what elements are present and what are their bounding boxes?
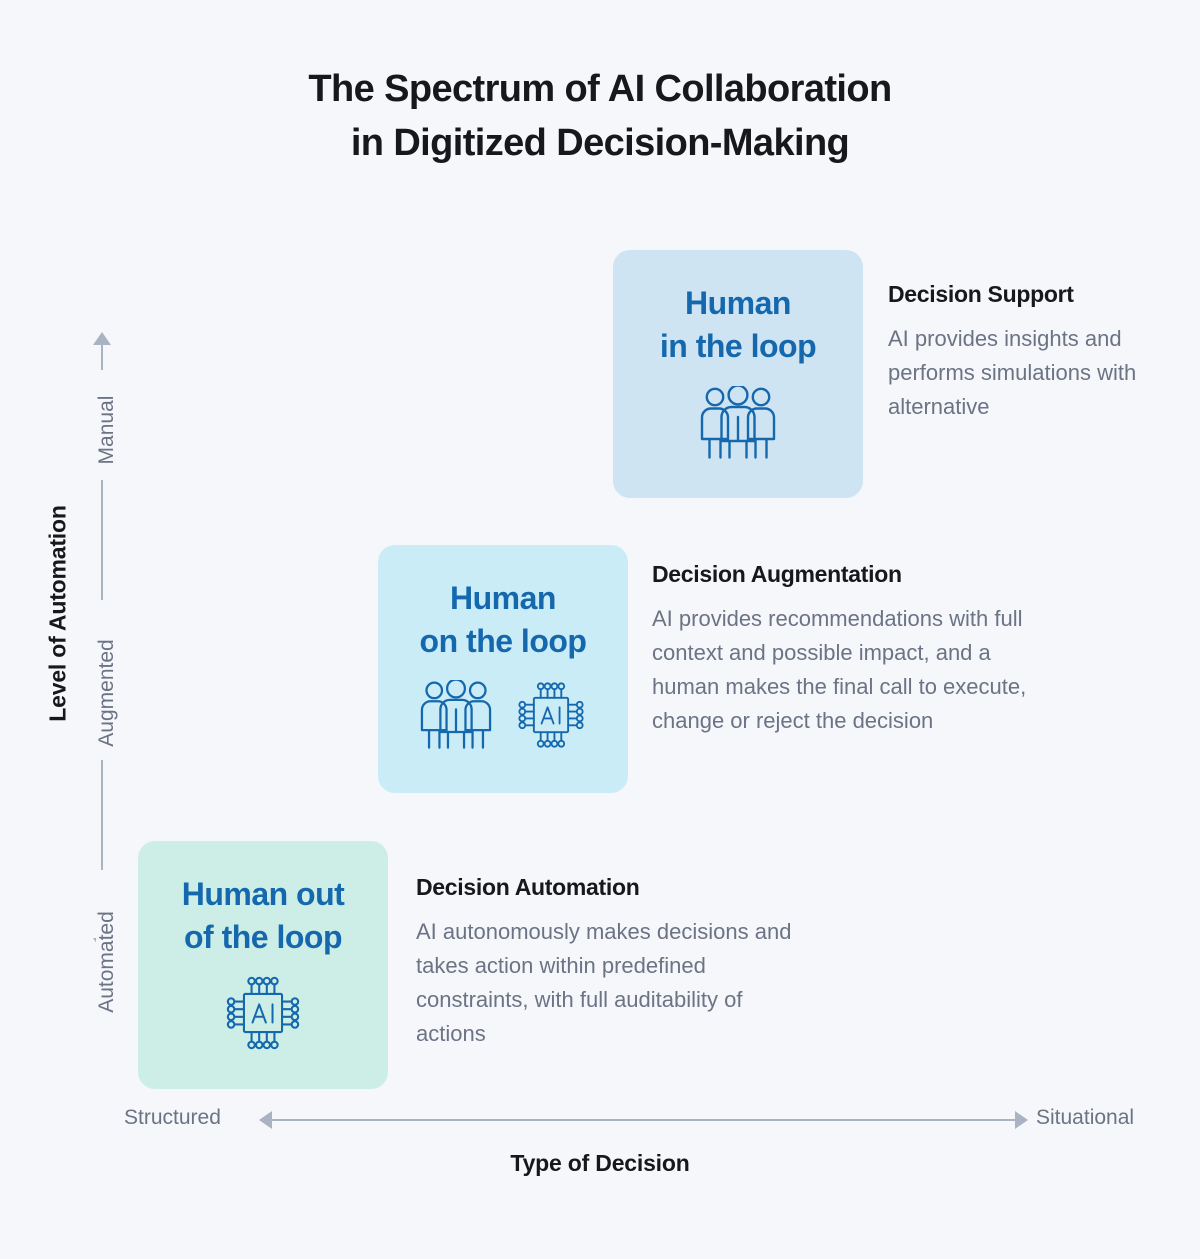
ai-chip-icon	[223, 973, 303, 1058]
y-axis-label: Level of Automation	[44, 505, 71, 722]
x-tick-structured: Structured	[124, 1106, 221, 1129]
description-decision-augmentation: Decision Augmentation AI provides recomm…	[652, 561, 1052, 738]
card-title-human-on-the-loop: Human on the loop	[419, 580, 587, 659]
y-axis-gap-automated	[96, 870, 110, 1030]
description-decision-automation: Decision Automation AI autonomously make…	[416, 874, 816, 1051]
card-title-human-out-of-the-loop: Human out of the loop	[181, 876, 345, 955]
card-human-out-of-the-loop[interactable]: Human out of the loop	[138, 841, 388, 1089]
y-axis-gap-manual	[96, 370, 110, 480]
card-icons-human-on-the-loop	[419, 678, 587, 756]
x-axis-arrow-left-icon	[259, 1111, 272, 1129]
ai-chip-icon	[515, 679, 587, 756]
y-axis-gap-augmented	[96, 600, 110, 760]
description-decision-support: Decision Support AI provides insights an…	[888, 281, 1156, 424]
desc-body-decision-support: AI provides insights and performs simula…	[888, 326, 1137, 419]
desc-body-decision-automation: AI autonomously makes decisions and take…	[416, 919, 792, 1046]
y-tick-augmented: Augmented	[95, 639, 118, 747]
people-icon	[699, 384, 777, 465]
x-axis-arrow-right-icon	[1015, 1111, 1028, 1129]
y-tick-automated: Automated	[95, 911, 118, 1013]
card-human-in-the-loop[interactable]: Human in the loop	[613, 250, 863, 498]
desc-title-decision-automation: Decision Automation	[416, 874, 640, 900]
desc-body-decision-augmentation: AI provides recommendations with full co…	[652, 606, 1027, 733]
desc-title-decision-support: Decision Support	[888, 281, 1074, 307]
card-icons-human-in-the-loop	[699, 384, 777, 465]
title-line-2: in Digitized Decision-Making	[350, 122, 850, 164]
page-title: The Spectrum of AI Collaboration in Digi…	[0, 62, 1200, 170]
card-human-on-the-loop[interactable]: Human on the loop	[378, 545, 628, 793]
y-tick-manual: Manual	[95, 395, 118, 465]
title-line-1: The Spectrum of AI Collaboration	[308, 68, 892, 110]
card-icons-human-out-of-the-loop	[223, 973, 303, 1058]
people-icon	[419, 678, 493, 755]
card-title-human-in-the-loop: Human in the loop	[659, 285, 817, 364]
x-tick-situational: Situational	[1036, 1106, 1135, 1129]
desc-title-decision-augmentation: Decision Augmentation	[652, 561, 902, 587]
x-axis-line	[268, 1119, 1016, 1121]
x-axis-label: Type of Decision	[510, 1150, 690, 1176]
y-axis-arrow-up-icon	[93, 332, 111, 345]
